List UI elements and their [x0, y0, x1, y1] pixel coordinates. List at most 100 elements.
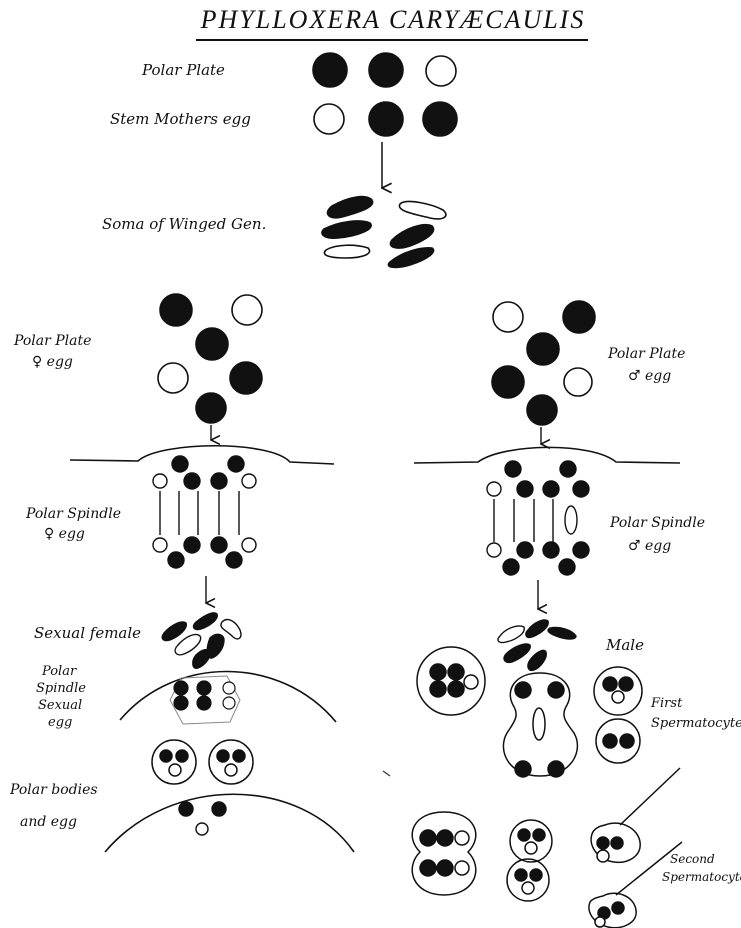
- label-sexual-female: Sexual female: [34, 624, 141, 642]
- label-sexual-sexual: Sexual: [38, 698, 82, 713]
- chromosome-black: [559, 559, 575, 575]
- rod-chromosome-black: [388, 248, 433, 268]
- label-first-spermatocyte-2: Spermatocyte: [651, 716, 741, 731]
- chromosome-black: [423, 102, 457, 136]
- cell-outline: [510, 820, 552, 862]
- rod-chromosome-white: [175, 634, 200, 654]
- label-polar-spindle-male: Polar Spindle: [609, 515, 705, 531]
- lagging-chromosome: [565, 506, 577, 534]
- chromosome-black: [597, 837, 609, 849]
- chromosome-white: [153, 538, 167, 552]
- chromosome-black: [211, 537, 227, 553]
- rod-chromosome-black: [162, 622, 186, 641]
- chromosome-white: [223, 682, 235, 694]
- polar-spindle-male: [487, 461, 589, 575]
- chromosome-white: [464, 675, 478, 689]
- egg-surface-male: [414, 447, 680, 463]
- male-chromosomes: [498, 620, 576, 670]
- chromosome-black: [515, 761, 531, 777]
- polar-plate-top-chromosomes: [313, 53, 456, 87]
- rod-chromosome-black: [504, 644, 530, 662]
- chromosome-black: [172, 456, 188, 472]
- chromosome-black: [515, 869, 527, 881]
- label-polar-spindle-male-egg: ♂ egg: [628, 538, 671, 554]
- chromosome-black: [179, 802, 193, 816]
- chromosome-black: [620, 734, 634, 748]
- chromosome-white: [564, 368, 592, 396]
- chromosome-black: [211, 473, 227, 489]
- chromosome-white: [242, 474, 256, 488]
- chromosome-black: [196, 328, 228, 360]
- polar-body: [209, 740, 253, 784]
- chromosome-black: [437, 830, 453, 846]
- label-polar-bodies: Polar bodies: [9, 782, 98, 798]
- rod-chromosome-white: [221, 620, 241, 639]
- chromosome-black: [518, 829, 530, 841]
- chromosome-black: [160, 750, 172, 762]
- label-and-egg: and egg: [20, 814, 77, 830]
- chromosome-white: [595, 917, 605, 927]
- chromosome-black: [174, 681, 188, 695]
- chromosome-black: [197, 696, 211, 710]
- sexual-female-chromosomes: [162, 613, 241, 668]
- spermatocyte-cell-2: [594, 667, 642, 715]
- chromosome-black: [226, 552, 242, 568]
- chromosome-black: [517, 542, 533, 558]
- chromosome-white: [525, 842, 537, 854]
- spermatocyte-cell-1: [417, 647, 485, 715]
- chromosome-black: [527, 395, 557, 425]
- chromosome-black: [212, 802, 226, 816]
- label-polar-plate-top: Polar Plate: [141, 61, 225, 79]
- chromosome-black: [217, 750, 229, 762]
- label-sexual-spindle: Spindle: [36, 681, 86, 696]
- spermatid-1: [591, 768, 680, 862]
- chromosome-black: [543, 542, 559, 558]
- soma-chromosomes: [322, 197, 446, 268]
- polar-plate-female-chromosomes: [158, 294, 262, 423]
- chromosome-black: [619, 677, 633, 691]
- label-sexual-polar: Polar: [41, 664, 77, 679]
- chromosome-black: [160, 294, 192, 326]
- chromosome-black: [437, 860, 453, 876]
- label-soma-winged: Soma of Winged Gen.: [102, 215, 266, 233]
- label-polar-plate-female: Polar Plate: [13, 333, 91, 349]
- chromosome-white: [522, 882, 534, 894]
- chromosome-black: [430, 681, 446, 697]
- spermatocyte-cell-3: [596, 719, 640, 763]
- chromosome-black: [184, 537, 200, 553]
- label-polar-spindle-female-egg: ♀ egg: [44, 526, 85, 542]
- chromosome-black: [505, 461, 521, 477]
- rod-chromosome-white: [324, 245, 369, 258]
- chromosome-white: [169, 764, 181, 776]
- label-male-egg: ♂ egg: [628, 368, 671, 384]
- chromosome-black: [492, 366, 524, 398]
- chromosome-black: [573, 481, 589, 497]
- chromosome-black: [313, 53, 347, 87]
- chromosome-white: [242, 538, 256, 552]
- chromosome-black: [369, 102, 403, 136]
- plate-title: PHYLLOXERA CARYÆCAULIS: [200, 5, 586, 34]
- label-polar-plate-male: Polar Plate: [607, 346, 685, 362]
- chromosome-black: [563, 301, 595, 333]
- spermatocyte-dividing-2: [412, 812, 476, 895]
- label-second-spermatocyte-1: Second: [670, 852, 715, 866]
- cell-outline: [412, 812, 476, 895]
- rod-chromosome-black: [193, 650, 210, 669]
- chromosome-black: [515, 682, 531, 698]
- chromosome-white: [487, 482, 501, 496]
- chromosome-black: [369, 53, 403, 87]
- chromosome-black: [603, 677, 617, 691]
- label-first-spermatocyte-1: First: [650, 696, 683, 711]
- chromosome-white: [426, 56, 456, 86]
- polar-plate-male-chromosomes: [492, 301, 595, 425]
- rod-chromosome-black: [548, 627, 576, 639]
- chromosome-black: [184, 473, 200, 489]
- chromosome-white: [455, 861, 469, 875]
- chromosome-black: [197, 681, 211, 695]
- chromosome-black: [533, 829, 545, 841]
- chromosome-white: [493, 302, 523, 332]
- chromosome-white: [612, 691, 624, 703]
- label-stem-mothers-egg: Stem Mothers egg: [110, 110, 251, 128]
- label-second-spermatocyte-2: Spermatocyte: [662, 870, 741, 884]
- rod-chromosome-black: [528, 650, 546, 670]
